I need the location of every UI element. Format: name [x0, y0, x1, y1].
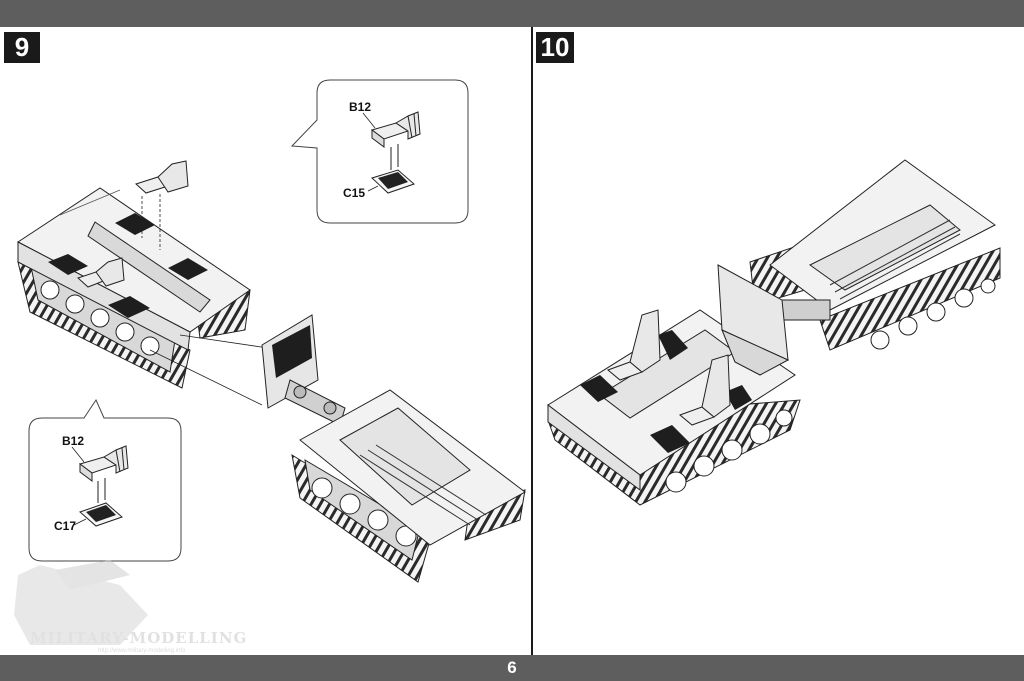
- watermark-text: MILITARY-MODELLING: [30, 629, 247, 647]
- step-10-number: 10: [536, 32, 574, 63]
- rear-vehicle-step9: [291, 389, 526, 583]
- page-number: 6: [507, 658, 517, 677]
- mount-c17-icon: [79, 502, 123, 527]
- step-9-number: 9: [4, 32, 40, 63]
- seat-b12-bottom-icon: [78, 445, 129, 482]
- coupling-assembly-step9: [261, 314, 346, 426]
- page-divider: [531, 27, 533, 655]
- mount-c15-icon: [371, 169, 415, 194]
- watermark-url: http://www.military-modelling.info: [98, 648, 186, 654]
- label-c17: C17: [54, 519, 76, 533]
- top-bar: [0, 0, 1024, 27]
- seat-b12-top-icon: [370, 111, 421, 148]
- label-c15: C15: [343, 186, 365, 200]
- front-vehicle-step9: [17, 160, 251, 389]
- callout-bubble-bottom: B12 C17: [28, 398, 182, 562]
- label-b12-top: B12: [349, 100, 371, 114]
- callout-bubble-top: B12 C15: [290, 79, 469, 224]
- assembled-vehicle-step10: [547, 159, 1001, 506]
- bottom-bar: 6: [0, 655, 1024, 681]
- label-b12-bottom: B12: [62, 434, 84, 448]
- watermark-logo: MILITARY-MODELLING http://www.military-m…: [14, 560, 247, 654]
